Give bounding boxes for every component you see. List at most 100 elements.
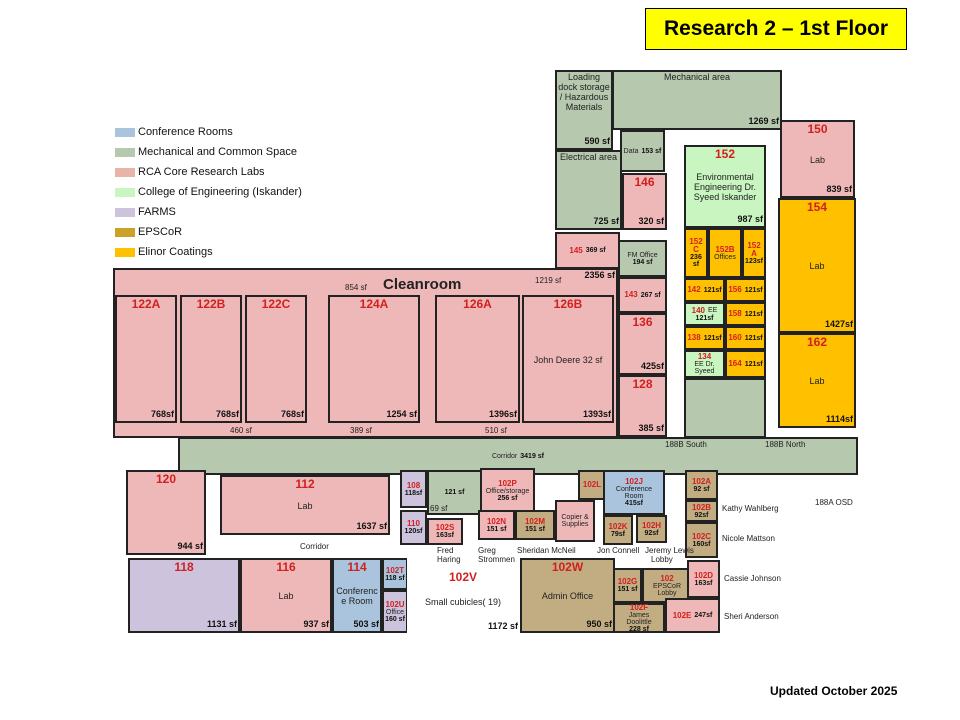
plan-label: 188A OSD: [815, 498, 853, 507]
room-name: Lab: [809, 376, 825, 387]
room-name: FM Office: [627, 251, 658, 259]
room-name: Office: [385, 608, 405, 616]
legend-label: Conference Rooms: [138, 126, 233, 138]
room-number: 152C: [689, 237, 703, 254]
room-name: Data: [623, 147, 639, 155]
room-name: Mechanical area: [663, 72, 731, 82]
room-number: 114: [347, 560, 367, 574]
room-area: 163sf: [694, 579, 713, 587]
room-area: 79sf: [610, 530, 625, 538]
room-area: 123sf: [745, 257, 763, 265]
room-number: 102: [660, 573, 674, 583]
room-area: 163sf: [436, 532, 454, 539]
room-number: 102B: [691, 502, 712, 512]
room-number: 126A: [463, 297, 492, 311]
legend-item: RCA Core Research Labs: [115, 162, 302, 182]
room-number: 110: [407, 519, 420, 528]
room-name: Loading dock storage / Hazardous Materia…: [558, 72, 610, 112]
room-number: 102D: [693, 570, 714, 580]
room-126a: 126A 1396sf: [435, 295, 520, 423]
legend-label: RCA Core Research Labs: [138, 166, 265, 178]
room-number: 118: [174, 560, 194, 574]
room-number: 145: [569, 245, 583, 255]
room-area: 256 sf: [497, 494, 518, 502]
room-number: 108: [406, 480, 421, 490]
room-number: 102P: [498, 478, 517, 488]
room-area: 937 sf: [303, 619, 329, 630]
room-area: 1637 sf: [356, 521, 387, 532]
legend-swatch: [115, 207, 135, 217]
room-number: 102H: [641, 520, 662, 530]
room-area: 768sf: [150, 409, 174, 420]
room-number: 138: [687, 333, 701, 342]
room-number: 122C: [261, 297, 291, 311]
room-area: 1393sf: [582, 409, 611, 420]
legend-label: Elinor Coatings: [138, 246, 213, 258]
room-number: 143: [624, 290, 638, 299]
legend-label: FARMS: [138, 206, 176, 218]
room-name: Conference Room: [336, 586, 378, 607]
plan-label: 69 sf: [430, 504, 448, 513]
room-name: EE: [708, 307, 718, 314]
plan-label: Nicole Mattson: [722, 534, 775, 543]
room-area: 1172 sf: [487, 621, 518, 632]
room-name: John Deere 32 sf: [533, 354, 603, 365]
room-area: 768sf: [215, 409, 239, 420]
room-area: 92 sf: [693, 485, 710, 493]
legend-label: College of Engineering (Iskander): [138, 186, 302, 198]
plan-label: 389 sf: [350, 426, 372, 435]
legend-swatch: [115, 147, 135, 157]
room-name: Lab: [278, 591, 294, 602]
plan-label: Fred Haring: [437, 546, 461, 564]
room-area: 121sf: [744, 286, 763, 294]
room-number: 146: [634, 175, 655, 189]
room-name: Corridor: [491, 452, 518, 460]
room-number: 154: [806, 200, 828, 214]
room-number: 122A: [131, 297, 161, 311]
room-name: Lab: [809, 261, 825, 272]
room-area: 839 sf: [826, 184, 852, 195]
room-area: 121 sf: [444, 489, 465, 496]
room-area: 151 sf: [617, 586, 638, 593]
room-area: 1131 sf: [206, 619, 237, 630]
room-area: 1396sf: [488, 409, 517, 420]
plan-label: Cleanroom: [383, 276, 462, 293]
room-area: 247sf: [694, 612, 713, 619]
room-number: 158: [728, 309, 742, 318]
room-area: 121sf: [703, 334, 722, 342]
room-number: 112: [295, 477, 315, 491]
room-name: Environmental Engineering Dr. Syeed Iska…: [693, 172, 757, 203]
room-area: 415sf: [625, 500, 643, 507]
room-name: Office/storage: [485, 487, 530, 495]
legend-swatch: [115, 247, 135, 257]
room-area: 725 sf: [593, 216, 619, 227]
plan-label: Corridor: [300, 542, 329, 551]
room-number: 102V: [448, 570, 478, 584]
room-area: 121sf: [744, 334, 763, 342]
plan-label: Cassie Johnson: [724, 574, 781, 583]
room-number: 124A: [359, 297, 389, 311]
room-area: 194 sf: [632, 258, 653, 266]
